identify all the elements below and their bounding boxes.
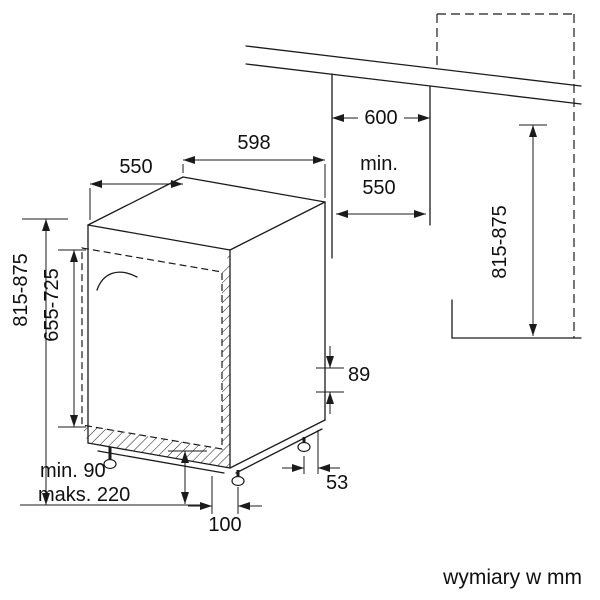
door-handle-curve [96,271,138,291]
dim-plinth-height-label-1: min. 90 [40,460,106,482]
appliance [81,176,326,487]
panel-hatch-bottom [82,425,230,468]
dim-rear-foot-offset-label: 53 [326,472,348,494]
units-note: wymiary w mm [442,566,582,589]
dim-niche-height: 815-875 [489,124,547,336]
dim-appliance-width: 598 [182,132,326,198]
dim-niche-depth: min. 550 [336,153,426,218]
dim-niche-depth-label-2: 550 [362,177,395,199]
dim-niche-width: 600 [332,102,430,129]
dim-appliance-height: 815-875 [10,218,207,506]
dim-plinth-height-label-2: maks. 220 [38,484,130,506]
dim-niche-depth-label-1: min. [360,153,398,175]
dim-panel-height: 655-725 [41,249,86,428]
appliance-body [87,176,326,469]
niche-floor [451,299,582,339]
worktop [245,45,582,105]
dim-niche-height-label: 815-875 [489,205,511,278]
furniture-panel-dashed [81,247,223,450]
dim-rear-foot-offset: 53 [282,430,348,494]
panel-hatch-right [222,252,230,468]
dim-front-foot-offset: 100 [188,476,262,536]
dim-appliance-height-label: 815-875 [10,253,32,326]
dim-niche-width-label: 600 [364,107,397,129]
dim-appliance-depth: 550 [89,156,183,220]
dim-rear-base-height-label: 89 [348,364,370,386]
dim-plinth-height: min. 90 maks. 220 [38,450,207,506]
dim-front-foot-offset-label: 100 [208,514,241,536]
dim-appliance-width-label: 598 [237,132,270,154]
dim-rear-base-height: 89 [316,346,370,414]
front-right-foot [231,475,245,487]
dim-panel-height-label: 655-725 [41,268,63,341]
dim-appliance-depth-label: 550 [119,156,152,178]
cabinet-dashed-outline [436,13,575,338]
base-and-feet [97,428,323,487]
rear-foot [297,441,311,453]
niche-walls [331,73,431,259]
front-left-foot [103,458,117,470]
